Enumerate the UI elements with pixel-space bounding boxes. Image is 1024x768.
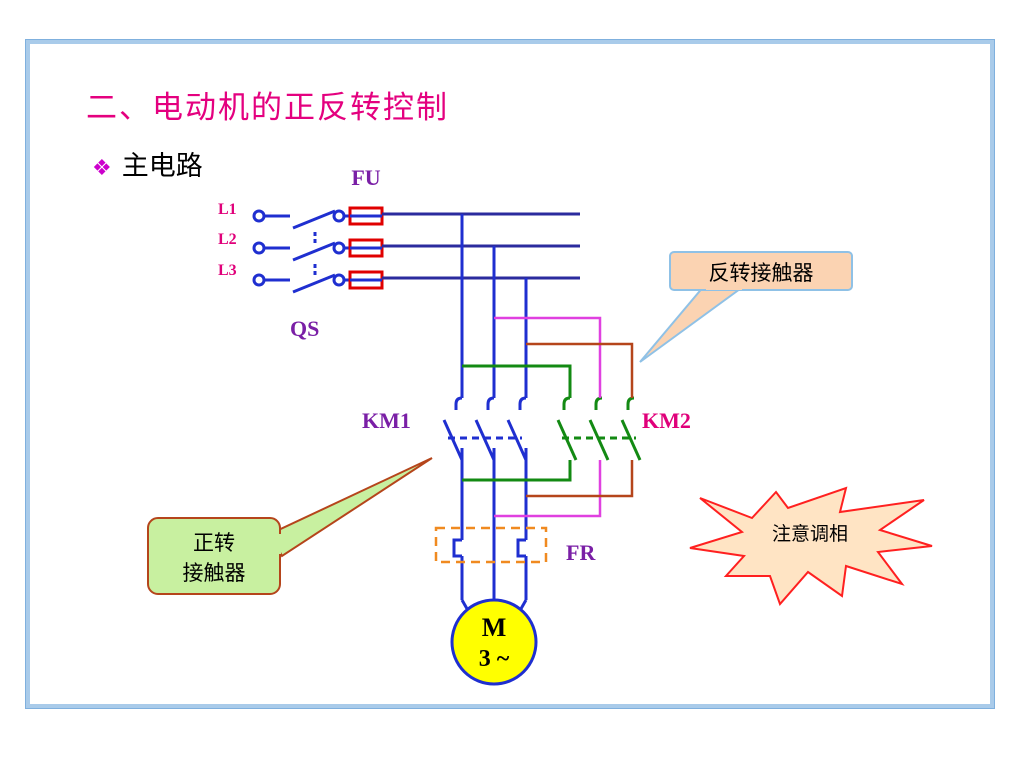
bullet-label: 主电路 (121, 151, 203, 182)
magenta-wires (494, 316, 602, 518)
qs-switch (252, 209, 350, 294)
callout-forward-text-1: 正转 (193, 531, 235, 555)
motor (450, 598, 538, 686)
motor-label-3phase: 3 ~ (479, 646, 510, 672)
slide-frame (25, 39, 995, 709)
phase-wires (442, 214, 528, 615)
bullet-main-circuit: ❖ 主电路 (92, 144, 203, 183)
label-l1: L1 (218, 201, 237, 218)
callout-forward-text-2: 接触器 (183, 561, 246, 585)
label-fr: FR (566, 540, 596, 565)
fuse-inner-lines (350, 214, 382, 282)
green-wires (462, 364, 642, 482)
label-l2: L2 (218, 231, 237, 248)
label-qs: QS (290, 316, 319, 341)
motor-label-m: M (482, 613, 507, 642)
diamond-flower-icon: ❖ (92, 156, 112, 181)
label-fu: FU (351, 165, 380, 190)
callout-reverse-text: 反转接触器 (709, 261, 814, 285)
bus-lines (382, 212, 580, 280)
callout-reverse-contactor (639, 251, 853, 363)
brown-wires (526, 342, 634, 498)
label-l3: L3 (218, 262, 237, 279)
fr-dashed-box (434, 526, 548, 564)
label-km2: KM2 (642, 408, 691, 433)
burst-shape (689, 486, 933, 606)
page-title: 二、电动机的正反转控制 (86, 90, 449, 126)
label-km1: KM1 (362, 408, 411, 433)
callout-forward-contactor (147, 457, 433, 595)
burst-text: 注意调相 (772, 523, 848, 545)
